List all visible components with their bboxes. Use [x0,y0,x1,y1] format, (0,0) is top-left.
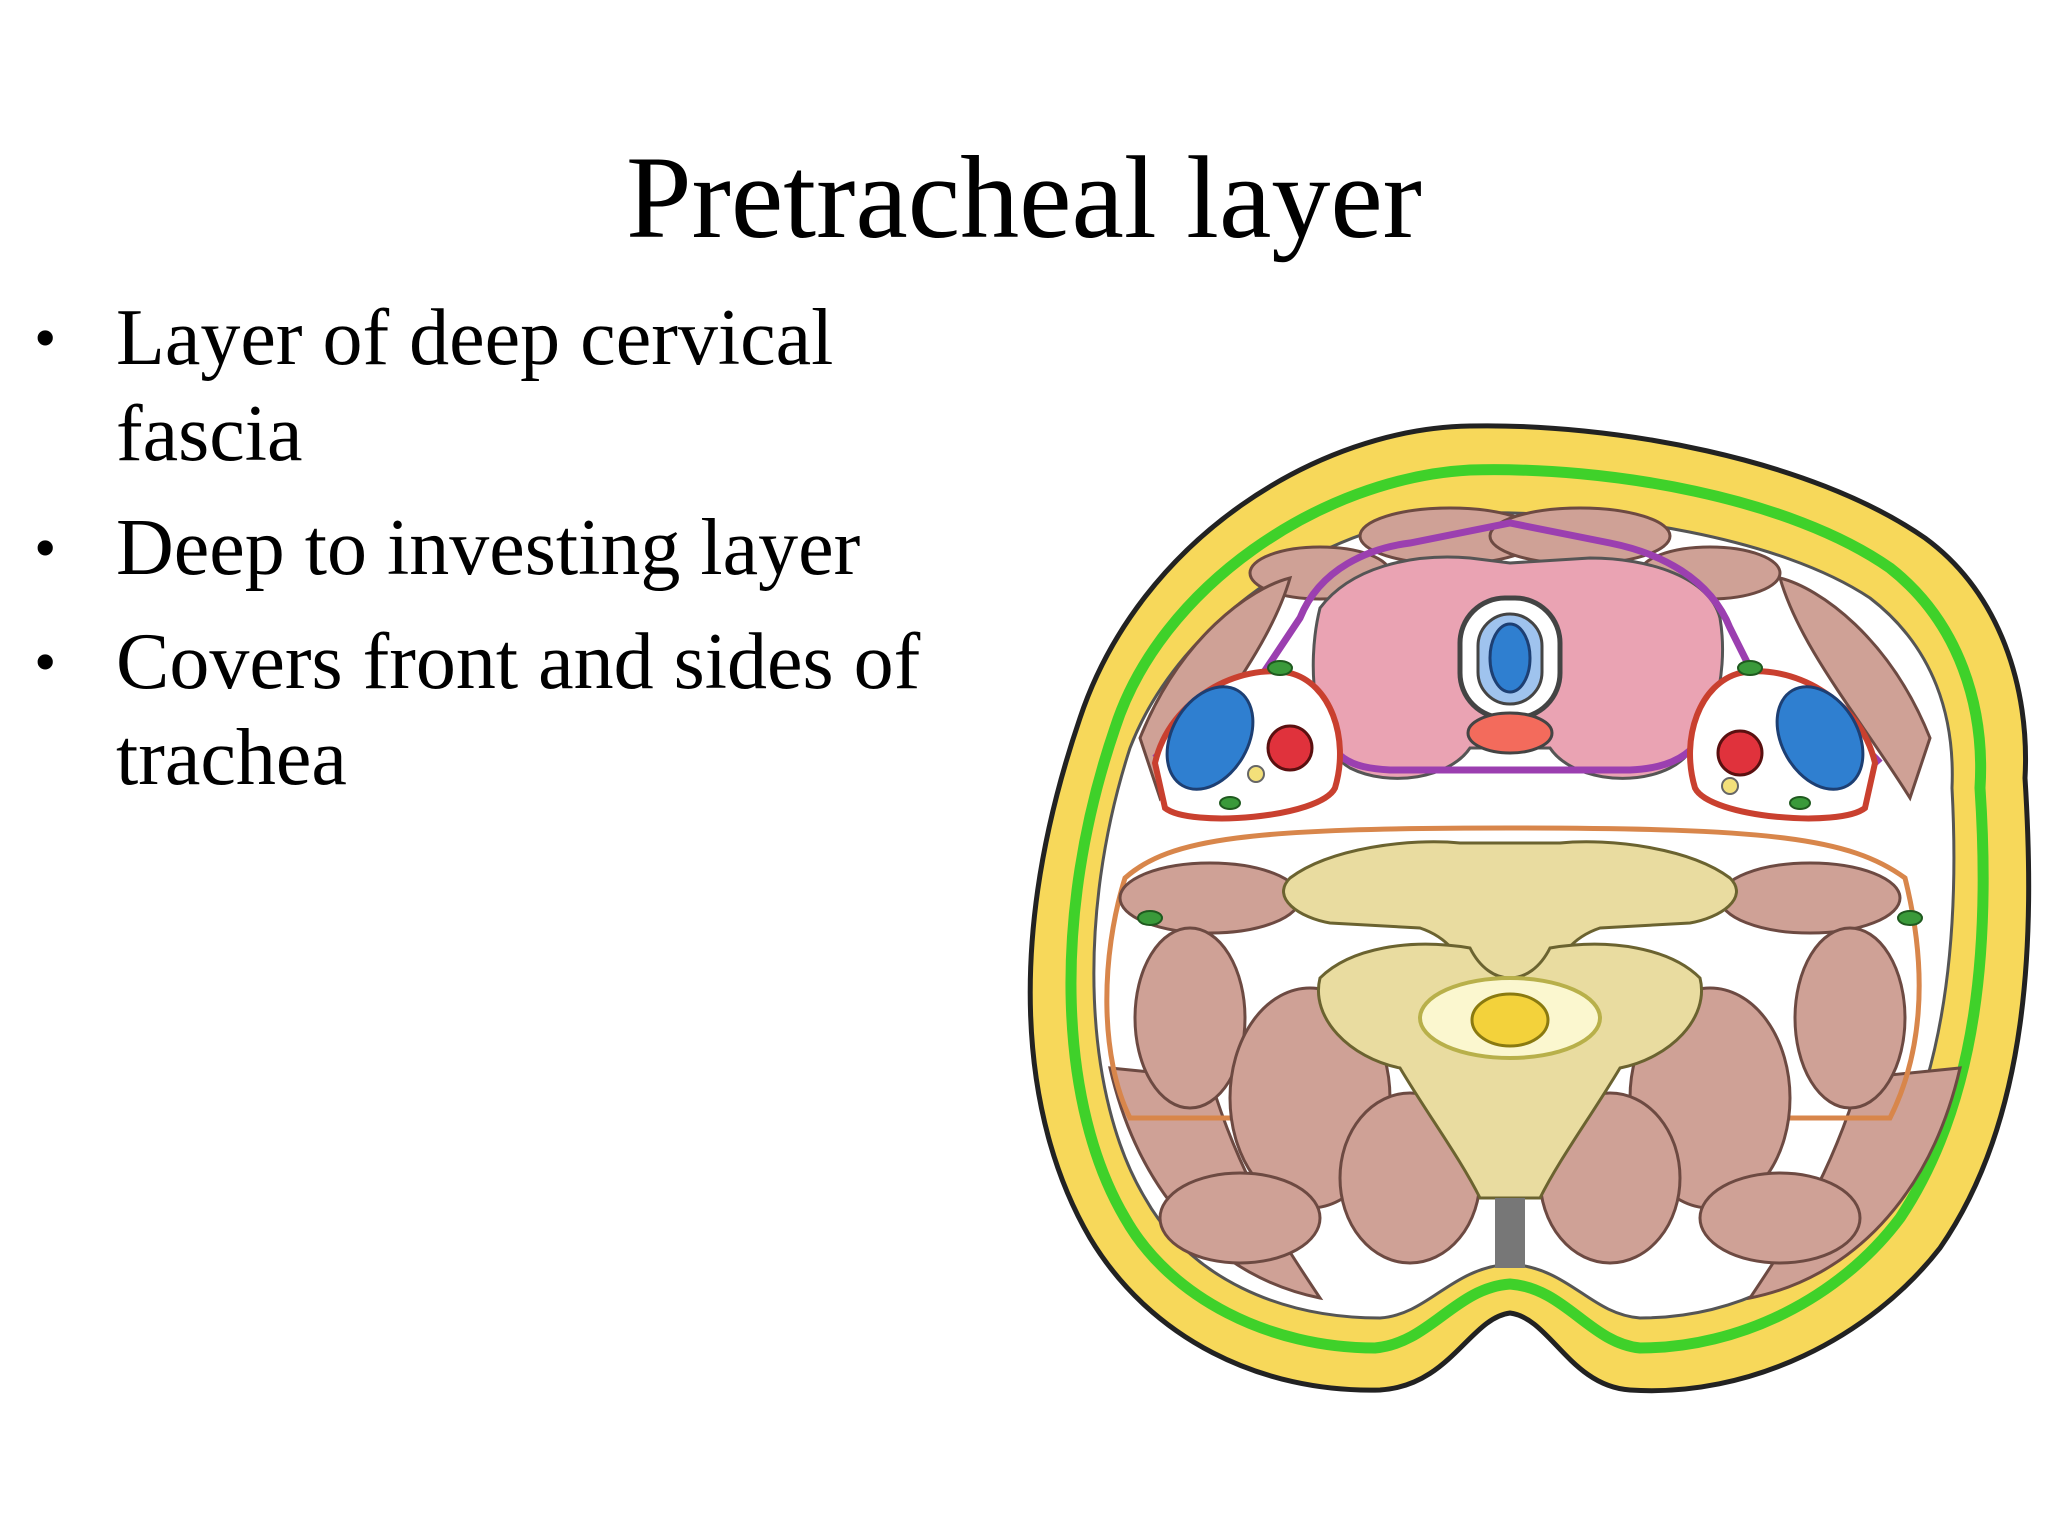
bullet-text: Layer of deep cervical fascia [116,294,834,478]
bullet-text: Covers front and sides of trachea [116,618,921,802]
bullet-dot-icon: • [34,626,57,697]
bullet-item: • Deep to investing layer [30,500,970,596]
bullet-item: • Covers front and sides of trachea [30,614,970,806]
bullet-list: • Layer of deep cervical fascia • Deep t… [30,290,970,824]
carotid-sheath-right [1687,668,1879,822]
nuchal-ligament [1495,1198,1525,1268]
slide-title: Pretracheal layer [626,132,1422,263]
prevertebral-fascia [1104,825,1922,1121]
bullet-dot-icon: • [34,302,57,373]
bullet-dot-icon: • [34,512,57,583]
investing-fascia [1065,464,1989,1354]
bullet-text: Deep to investing layer [116,504,861,592]
esophagus [1466,711,1554,755]
spinal-cord [1470,992,1550,1048]
bullet-item: • Layer of deep cervical fascia [30,290,970,482]
carotid-sheath-left [1151,668,1343,822]
artery [1266,724,1314,772]
cervical-vertebra [1282,840,1738,1268]
lymph-nodes [1137,660,1923,926]
neck-cross-section-illustration [1027,423,2032,1394]
